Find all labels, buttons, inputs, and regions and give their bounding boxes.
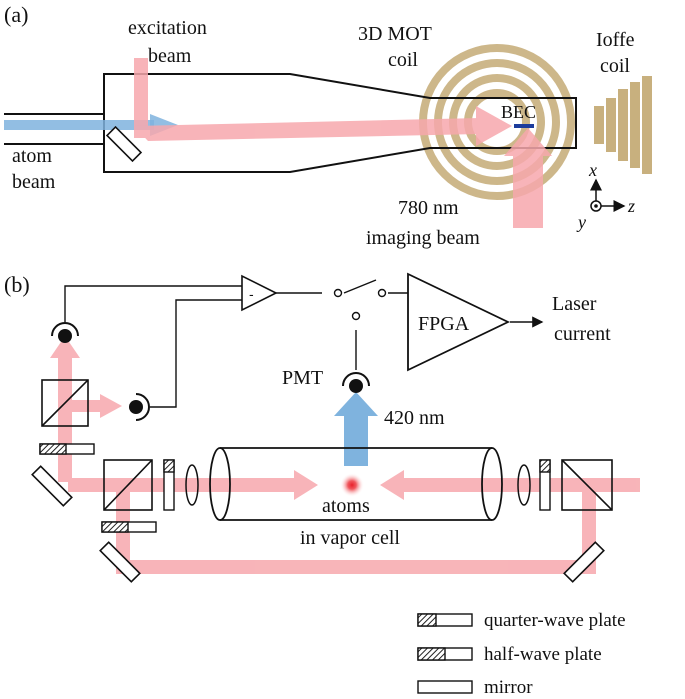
mot-coil-label-2: coil [388, 49, 418, 71]
ioffe-label-2: coil [600, 55, 630, 77]
laser-current-label-1: Laser [552, 293, 597, 315]
mot-coil-label-1: 3D MOT [358, 23, 432, 45]
panel-a-label: (a) [4, 2, 28, 27]
axis-x-label: x [588, 160, 597, 180]
mirror-icon [105, 125, 143, 163]
axis-z-label: z [627, 196, 635, 216]
lens-right [517, 464, 531, 506]
legend: quarter-wave plate half-wave plate mirro… [417, 610, 626, 698]
mirrors [31, 465, 605, 583]
legend-mirror: mirror [484, 677, 533, 698]
atoms-label-1: atoms [322, 495, 370, 517]
panel-b-label: (b) [4, 272, 30, 297]
photodiode-icon [51, 322, 150, 421]
imaging-label-2: imaging beam [366, 227, 480, 249]
vapor-cell [209, 447, 503, 521]
atoms-label-2: in vapor cell [300, 527, 400, 549]
difference-amplifier [241, 274, 278, 312]
ioffe-label-1: Ioffe [596, 29, 635, 51]
imaging-beam [504, 128, 552, 228]
pmt-label: PMT [282, 367, 323, 389]
minus-sign: - [249, 286, 254, 302]
wavelength-label: 420 nm [384, 407, 445, 429]
excitation-label-2: beam [148, 45, 192, 67]
pmt-icon [342, 372, 370, 393]
atom-beam-label-2: beam [12, 171, 56, 193]
bec-label: BEC [501, 102, 536, 122]
axis-y-label: y [576, 212, 586, 232]
lens-left [185, 464, 199, 506]
fluorescence-beam [334, 392, 378, 466]
switch-contacts [333, 288, 387, 321]
signal-wiring [64, 279, 544, 408]
laser-current-label-2: current [554, 323, 611, 345]
legend-quarter-wave: quarter-wave plate [484, 610, 626, 631]
mot-coil [419, 44, 575, 200]
ioffe-coil [594, 76, 652, 174]
beam-splitters [41, 379, 613, 511]
excitation-label-1: excitation [128, 17, 207, 39]
atom-beam-label-1: atom [12, 145, 52, 167]
fpga-block [407, 272, 511, 372]
atoms-cloud [340, 473, 364, 497]
coordinate-axes: x z y [576, 160, 635, 232]
fpga-label: FPGA [418, 313, 470, 335]
waveplates [39, 443, 551, 533]
imaging-label-1: 780 nm [398, 197, 459, 219]
legend-half-wave: half-wave plate [484, 644, 602, 665]
excitation-beam [134, 58, 512, 146]
